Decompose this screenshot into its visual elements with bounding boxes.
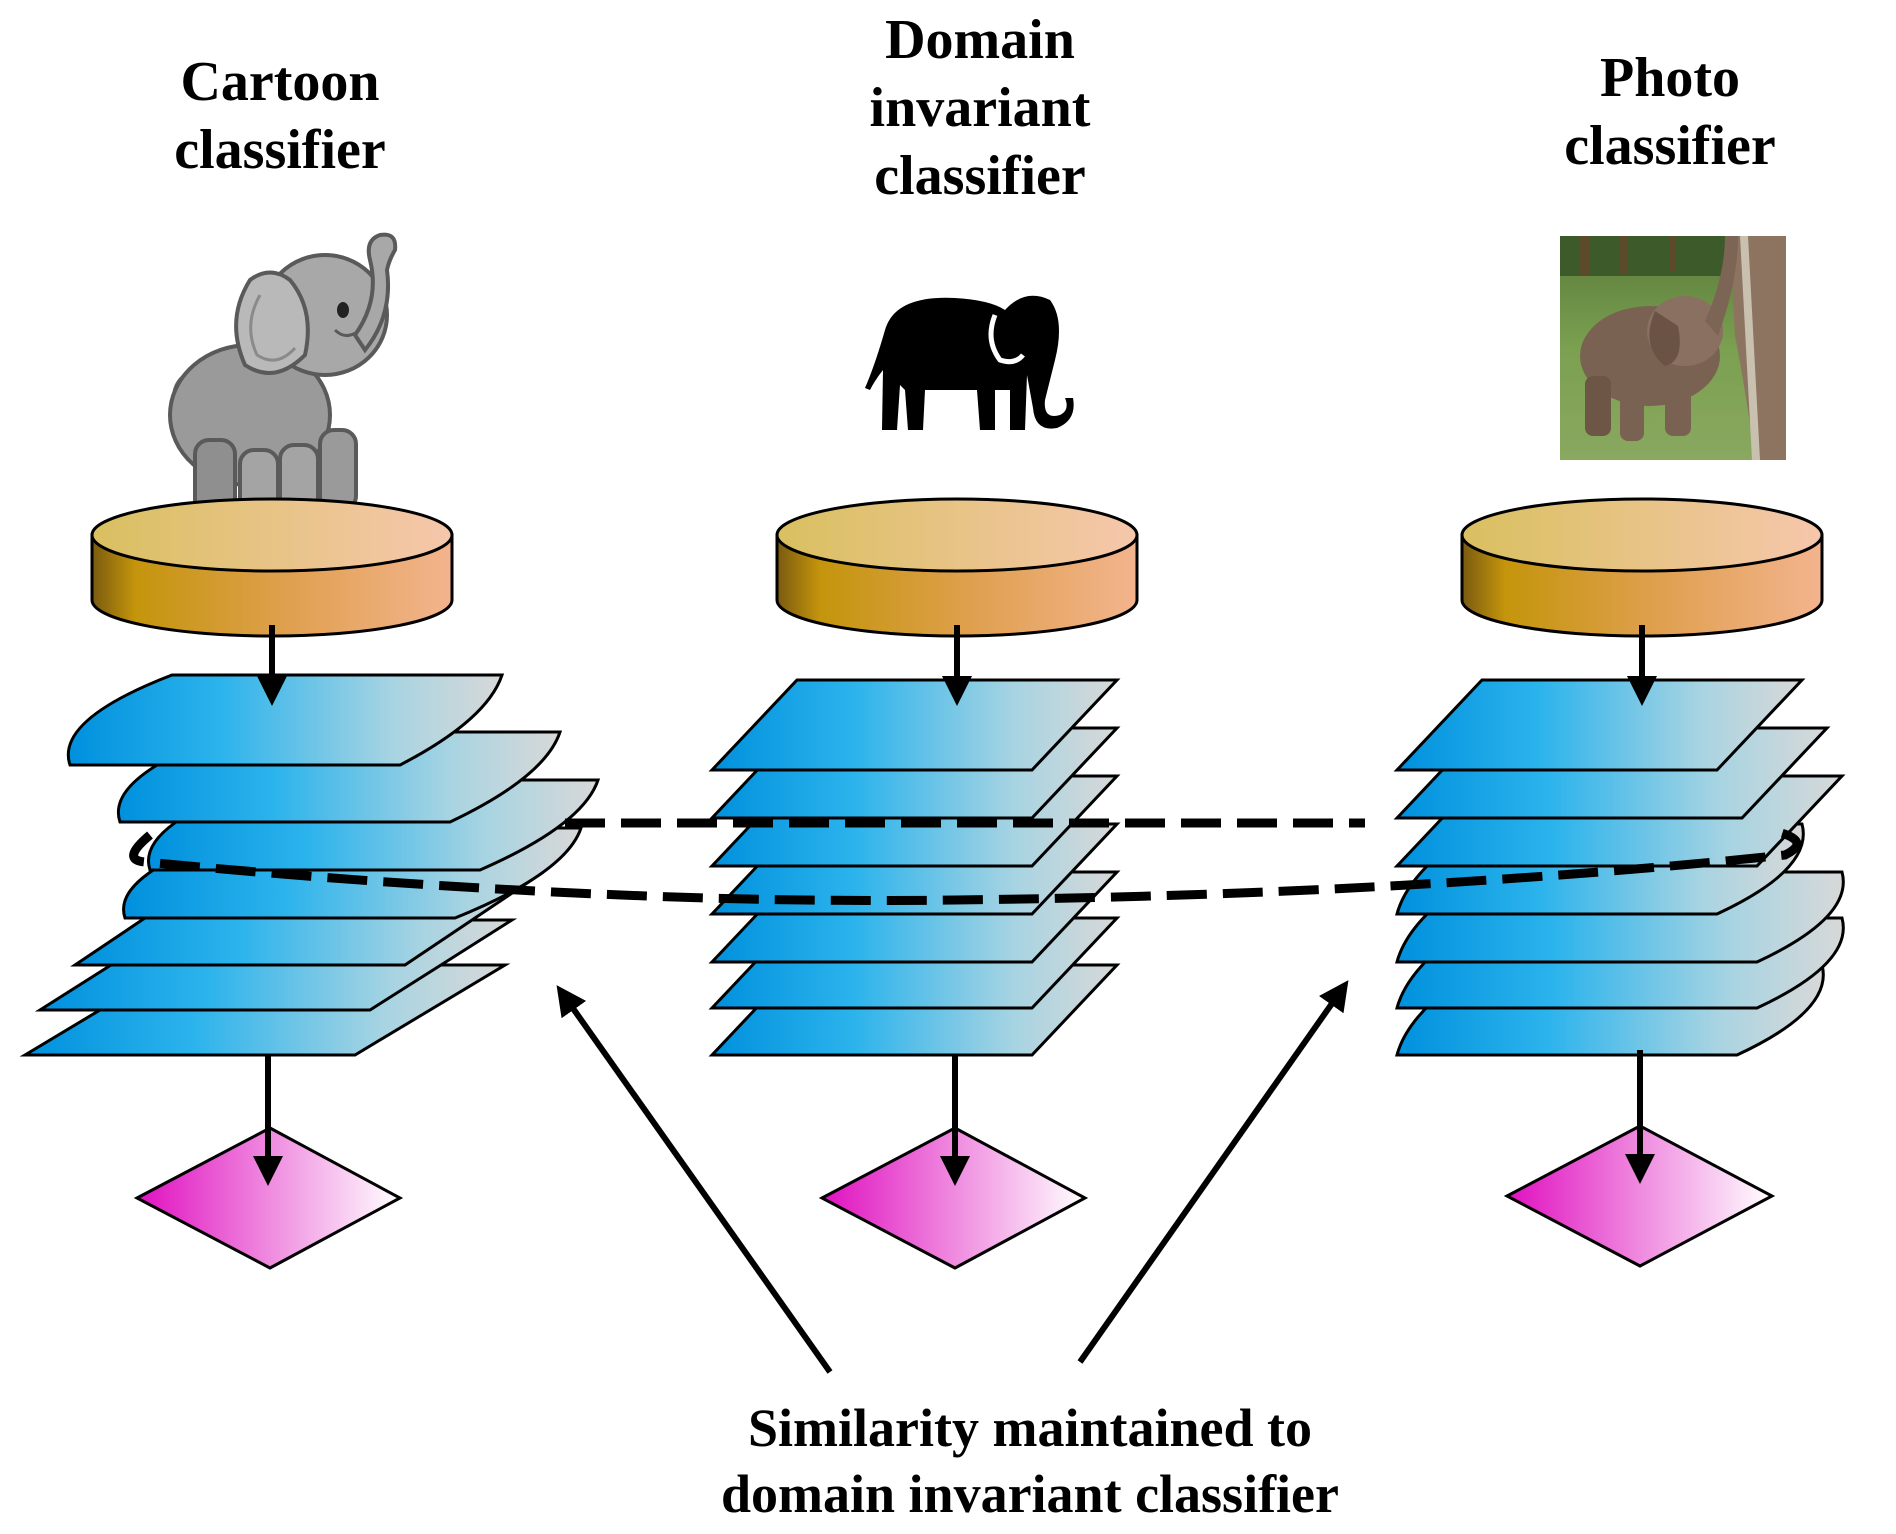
domain-encoder-cylinder [775,497,1139,638]
domain-invariant-classifier-title: Domain invariant classifier [830,6,1130,210]
photo-output-diamond [1503,1124,1776,1268]
domain-output-diamond [818,1126,1089,1270]
similarity-ellipse [129,825,1802,906]
layer-plane [1393,678,1806,772]
cartoon-output-diamond [133,1126,404,1270]
title-line: classifier [174,119,386,181]
domain-layer-stack [708,678,1121,1057]
caption-line: Similarity maintained to [748,1398,1312,1458]
title-line: classifier [874,145,1086,207]
similarity-caption: Similarity maintained to domain invarian… [600,1395,1460,1527]
similarity-arrow-right [1077,980,1349,1364]
title-line: classifier [1564,115,1776,177]
photo-layer-stack [1393,678,1846,1057]
title-line: Cartoon [180,51,380,113]
title-line: Photo [1600,47,1740,109]
layer-plane [708,678,1121,772]
similarity-arrow-left [556,985,833,1374]
title-line: Domain [885,9,1075,71]
layer-plane [66,673,505,767]
flow-arrows [253,625,1657,1186]
elephant-silhouette-icon [865,295,1074,430]
elephant-photo [1560,236,1786,460]
photo-encoder-cylinder [1460,497,1824,638]
cartoon-elephant [168,232,398,530]
cartoon-encoder-cylinder [90,497,454,638]
title-line: invariant [869,77,1091,139]
cartoon-classifier-title: Cartoon classifier [130,48,430,184]
cartoon-layer-stack [19,673,601,1057]
photo-classifier-title: Photo classifier [1520,44,1820,180]
caption-line: domain invariant classifier [721,1464,1339,1524]
